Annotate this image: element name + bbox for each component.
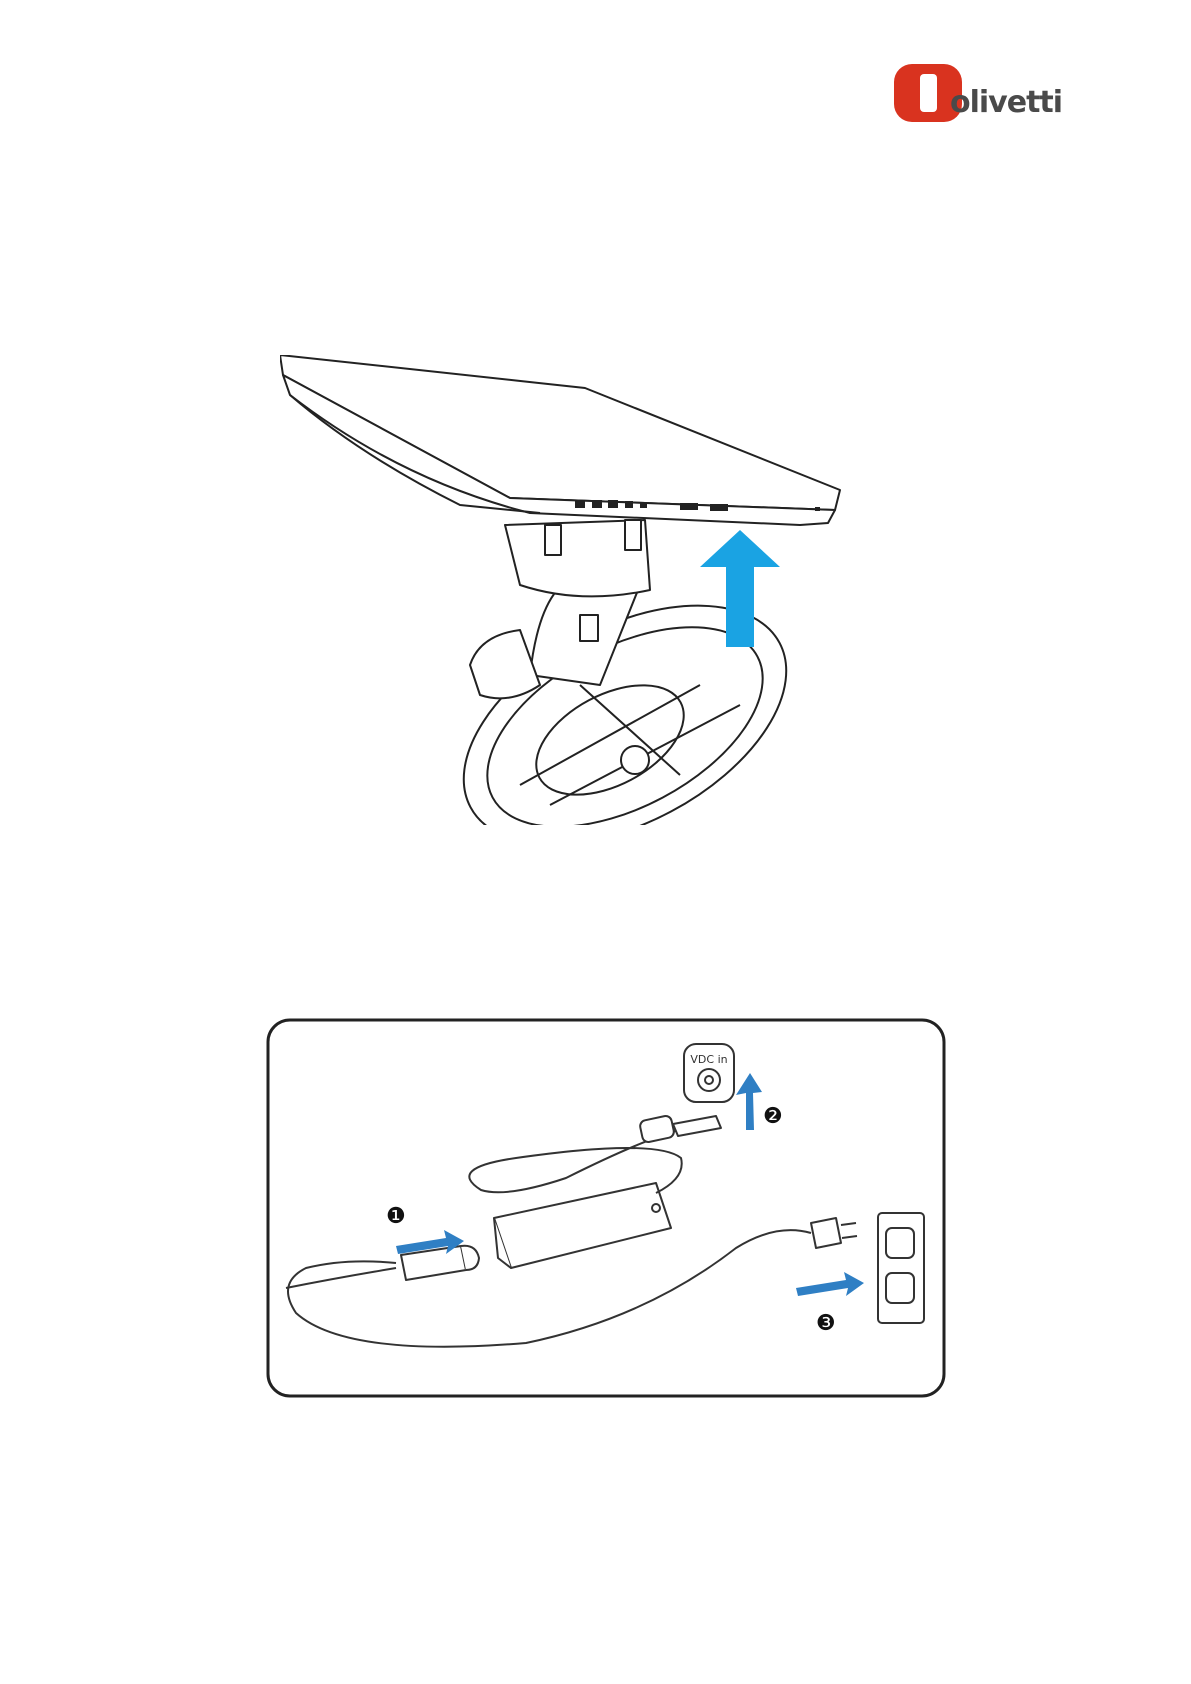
olivetti-logo: olivetti bbox=[892, 62, 1072, 124]
terminal-stand-illustration bbox=[280, 355, 900, 825]
vdc-in-label: VDC in bbox=[690, 1053, 727, 1066]
step1-marker: ❶ bbox=[386, 1204, 406, 1229]
step3-marker: ❸ bbox=[816, 1311, 836, 1336]
step2-marker: ❷ bbox=[763, 1104, 783, 1129]
svg-text:olivetti: olivetti bbox=[950, 85, 1062, 120]
power-connection-illustration: VDC in ❶ ❷ ❸ bbox=[266, 1018, 946, 1398]
